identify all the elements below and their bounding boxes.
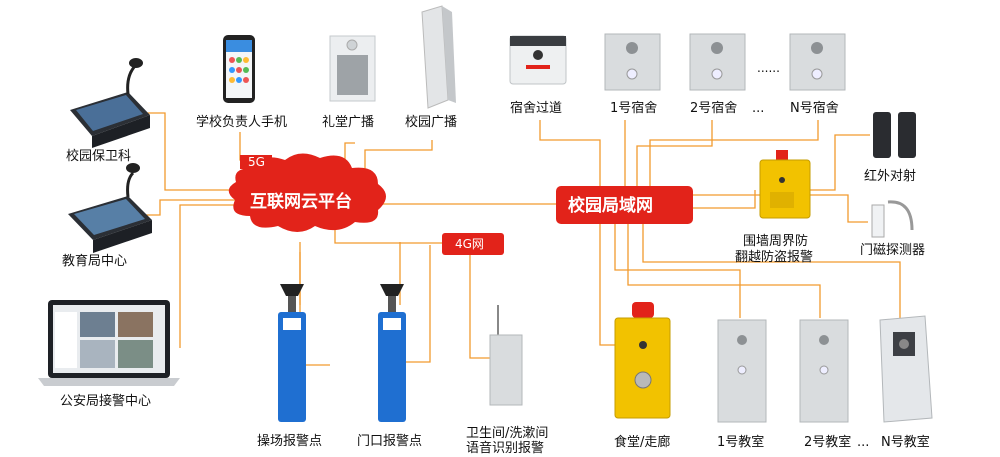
washroom-label-1: 卫生间/洗漱间 <box>466 426 548 441</box>
lan-hub: 校园局域网 <box>556 186 693 224</box>
campus-label: 校园广播 <box>405 114 457 130</box>
gate-label: 门口报警点 <box>357 433 422 449</box>
dormN-device: N号宿舍 <box>789 33 846 116</box>
tag-4g-text: 4G网 <box>455 237 484 251</box>
class2-device: 2号教室 ... <box>799 319 869 450</box>
dorm1-device: 1号宿舍 <box>604 33 661 116</box>
playground-label: 操场报警点 <box>257 433 322 449</box>
playground-pole: 操场报警点 <box>257 284 322 449</box>
tag-5g-text: 5G <box>248 155 265 169</box>
phone-label: 学校负责人手机 <box>196 114 287 130</box>
class1-device: 1号教室 <box>717 319 767 450</box>
police-laptop: 公安局接警中心 <box>38 300 180 409</box>
cloud-hub: 互联网云平台 <box>228 153 386 232</box>
police-label: 公安局接警中心 <box>60 393 151 409</box>
fence-label-1: 围墙周界防 <box>743 233 808 249</box>
education-label: 教育局中心 <box>62 253 127 269</box>
dotted-ellipsis: ...... <box>757 61 780 75</box>
security-label: 校园保卫科 <box>66 148 131 164</box>
tag-5g: 5G <box>240 155 272 169</box>
washroom-label-2: 语音识别报警 <box>466 440 544 456</box>
canteen-alarm: 食堂/走廊 <box>614 302 671 450</box>
door-sensor: 门磁探测器 <box>860 200 925 258</box>
corridor-label: 宿舍过道 <box>510 100 562 116</box>
class1-label: 1号教室 <box>717 434 764 450</box>
dormN-label: N号宿舍 <box>790 100 839 116</box>
classN-label: N号教室 <box>881 434 930 450</box>
fence-label-2: 翻越防盗报警 <box>735 249 813 265</box>
classN-device: N号教室 <box>879 315 933 450</box>
education-console: 教育局中心 <box>62 163 152 269</box>
door-label: 门磁探测器 <box>860 243 925 258</box>
tag-4g: 4G网 <box>442 233 504 255</box>
class2-label: 2号教室 <box>804 434 851 450</box>
washroom-device: 卫生间/洗漱间 语音识别报警 <box>466 305 548 456</box>
cloud-label: 互联网云平台 <box>250 191 352 212</box>
corridor-device: 宿舍过道 <box>509 35 567 116</box>
fence-alarm: 围墙周界防 翻越防盗报警 <box>735 150 813 265</box>
dorm1-label: 1号宿舍 <box>610 100 657 116</box>
dorm2-device: 2号宿舍 ... <box>689 33 764 116</box>
security-console: 校园保卫科 <box>66 58 150 164</box>
canteen-label: 食堂/走廊 <box>614 434 670 450</box>
infrared-label: 红外对射 <box>864 168 916 184</box>
infrared-sensor: 红外对射 <box>864 112 916 184</box>
phone-device: 学校负责人手机 <box>196 35 287 130</box>
gate-pole: 门口报警点 <box>357 284 422 449</box>
lan-label: 校园局域网 <box>568 195 653 216</box>
dorm-ellipsis: ... <box>752 101 764 116</box>
hall-speaker: 礼堂广播 <box>322 35 376 130</box>
hall-label: 礼堂广播 <box>322 114 374 130</box>
dots-text: ...... <box>757 61 780 75</box>
class-ellipsis: ... <box>857 435 869 450</box>
campus-column-speaker: 校园广播 <box>405 5 457 130</box>
dorm2-label: 2号宿舍 <box>690 100 737 116</box>
